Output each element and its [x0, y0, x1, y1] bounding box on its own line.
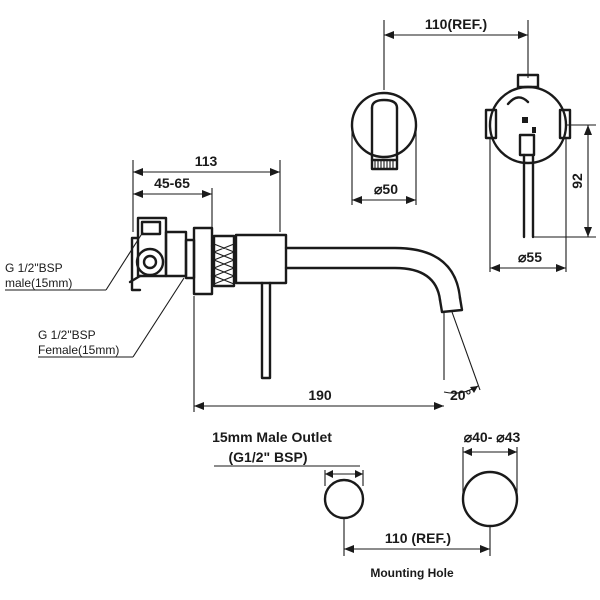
handle-diameter-dimension: ⌀55	[489, 138, 567, 272]
mount-diameter-label: ⌀40- ⌀43	[464, 429, 521, 445]
spout-reach-label: 190	[308, 387, 332, 403]
male-outlet-line1: 15mm Male Outlet	[212, 429, 332, 445]
outlet-note-line2: Female(15mm)	[38, 343, 119, 357]
valve-body-side-view	[128, 216, 288, 380]
spout-reach-dimension: 190	[193, 296, 444, 412]
inlet-note-line1: G 1/2"BSP	[5, 261, 63, 275]
spout-diameter-label: ⌀50	[374, 181, 398, 197]
angle-dimension: 20°	[443, 385, 479, 403]
angle-label: 20°	[450, 387, 471, 403]
top-width-dimension: 110(REF.)	[383, 16, 529, 90]
height-label: 92	[569, 173, 585, 189]
handle-diameter-label: ⌀55	[518, 249, 542, 265]
overall-depth-label: 113	[195, 153, 218, 169]
overall-depth-dimension: 113	[132, 153, 281, 232]
spout-diameter-dimension: ⌀50	[351, 125, 417, 205]
spout-front-view	[350, 91, 418, 171]
height-dimension: 92	[534, 124, 596, 238]
top-width-label: 110(REF.)	[425, 16, 487, 32]
spout-side-view	[284, 246, 481, 391]
outlet-note: G 1/2"BSP Female(15mm)	[38, 277, 185, 358]
outlet-note-line1: G 1/2"BSP	[38, 328, 96, 342]
body-depth-dimension: 45-65	[133, 175, 213, 228]
mounting-hole-view: 15mm Male Outlet (G1/2" BSP) ⌀40- ⌀43 11…	[212, 429, 520, 580]
handle-front-view	[484, 73, 572, 239]
body-depth-label: 45-65	[154, 175, 190, 191]
inlet-note-line2: male(15mm)	[5, 276, 72, 290]
male-outlet-line2: (G1/2" BSP)	[229, 449, 308, 465]
mounting-hole-label: Mounting Hole	[370, 566, 454, 580]
inlet-note: G 1/2"BSP male(15mm)	[5, 231, 144, 291]
mount-spacing-label: 110 (REF.)	[385, 530, 451, 546]
